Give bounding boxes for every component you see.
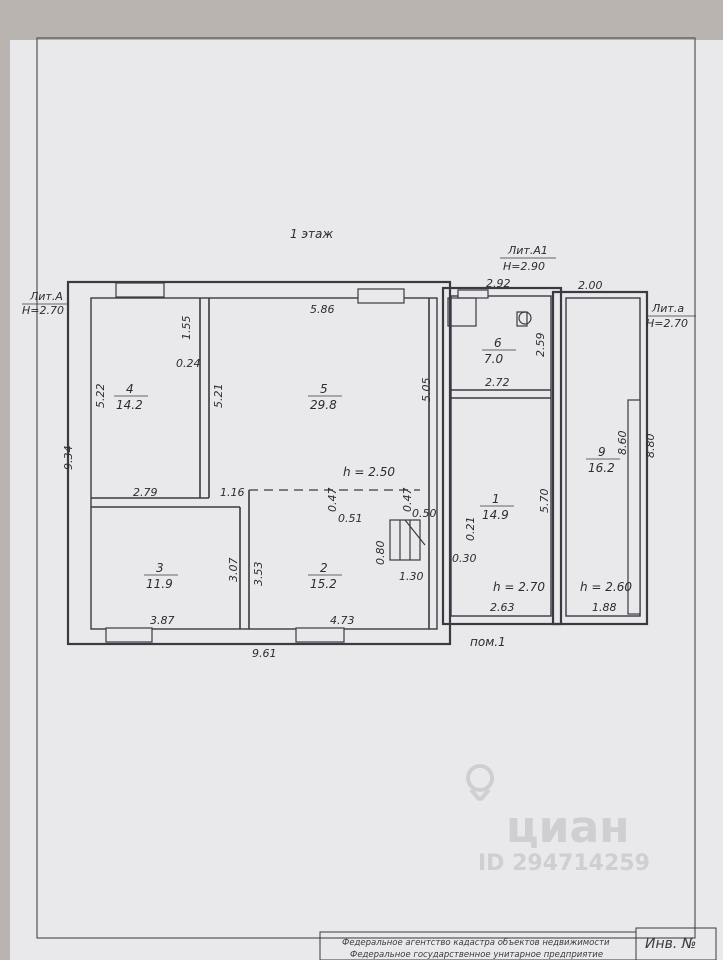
stamp-line2: Федеральное государственное унитарное пр…: [350, 950, 603, 960]
room-number: 4: [126, 382, 134, 396]
dimension-label: 1.88: [592, 601, 617, 614]
page-frame: [36, 37, 696, 939]
room-area: 11.9: [146, 577, 173, 591]
dimension-label: 8.80: [644, 434, 657, 459]
height-veranda: h = 2.60: [580, 580, 632, 594]
dimension-labels: 9.34 5.22 1.55 0.24 5.21 5.86 5.05 2.92 2.00 2.59…: [62, 277, 657, 660]
height-main: h = 2.50: [343, 465, 395, 479]
dimension-label: 3.07: [227, 558, 240, 583]
dimension-label: 0.50: [412, 507, 437, 520]
paper-sheet: [10, 40, 723, 960]
section-lit-a: Лит.А: [29, 290, 63, 303]
dimension-label: 5.86: [310, 303, 335, 316]
room-area: 14.2: [116, 398, 143, 412]
dimension-label: 9.34: [62, 446, 75, 471]
floor-title: 1 этаж: [290, 227, 333, 241]
interior-walls: [91, 298, 551, 629]
section-lit-a-small-height: H=2.70: [646, 317, 688, 330]
dimension-label: 0.24: [176, 357, 201, 370]
dimension-label: 3.53: [252, 562, 265, 587]
dimension-label: 1.16: [220, 486, 245, 499]
height-lit-a1: h = 2.70: [493, 580, 545, 594]
dimension-label: 2.63: [490, 601, 515, 614]
room-number: 1: [492, 492, 500, 506]
dimension-label: 2.79: [133, 486, 158, 499]
dimension-label: 2.00: [578, 279, 603, 292]
room-number: 9: [598, 445, 606, 459]
room-number: 3: [156, 561, 164, 575]
stair-icon: [389, 519, 426, 561]
room-number: 2: [320, 561, 328, 575]
dimension-label: 2.59: [534, 333, 547, 358]
section-lit-a1: Лит.А1: [507, 244, 548, 257]
dimension-label: 5.70: [538, 489, 551, 514]
dimension-label: 0.47: [326, 488, 339, 513]
dimension-label: 0.80: [374, 541, 387, 566]
dimension-label: 0.51: [338, 512, 363, 525]
section-lit-a-height: H=2.70: [22, 304, 64, 317]
dimension-label: 1.55: [180, 316, 193, 341]
room-number: 6: [494, 336, 502, 350]
outer-walls: [66, 280, 649, 646]
toilet-icon: [447, 297, 532, 327]
room-area: 14.9: [482, 508, 509, 522]
room-number: 5: [320, 382, 328, 396]
dimension-label: 0.30: [452, 552, 477, 565]
watermark-brand: циан: [506, 802, 630, 853]
stamp-inv: Инв. №: [645, 936, 696, 952]
dimension-label: 5.22: [94, 384, 107, 409]
room-area: 29.8: [310, 398, 337, 412]
cian-watermark: циан ID 294714259: [466, 764, 650, 876]
dimension-label: 2.92: [486, 277, 511, 290]
stamp-line1: Федеральное агентство кадастра объектов …: [342, 938, 610, 948]
dimension-label: 3.87: [150, 614, 175, 627]
dimension-label: 0.21: [464, 517, 477, 542]
room-area: 15.2: [310, 577, 337, 591]
dimension-label: 5.05: [420, 378, 433, 403]
room-area: 16.2: [588, 461, 615, 475]
dimension-label: 2.72: [485, 376, 510, 389]
dimension-label: 0.47: [401, 488, 414, 513]
dimension-label: 9.61: [252, 647, 277, 660]
room-area: 7.0: [484, 352, 503, 366]
dimension-label: 8.60: [616, 431, 629, 456]
room-labels: 4 14.2 5 29.8 6 7.0 1 14.9 9 16.2 3 11.9 2 15.2: [114, 336, 620, 591]
section-lit-a-small: Лит.а: [651, 302, 684, 315]
dimension-label: 5.21: [212, 384, 225, 409]
watermark-id: ID 294714259: [478, 851, 650, 876]
section-lit-a1-height: H=2.90: [503, 260, 545, 273]
entrance-label: пом.1: [470, 635, 506, 649]
dimension-label: 4.73: [330, 614, 355, 627]
location-pin-icon: [466, 764, 495, 802]
dimension-label: 1.30: [399, 570, 424, 583]
title-stamp: Федеральное агентство кадастра объектов …: [319, 927, 717, 960]
